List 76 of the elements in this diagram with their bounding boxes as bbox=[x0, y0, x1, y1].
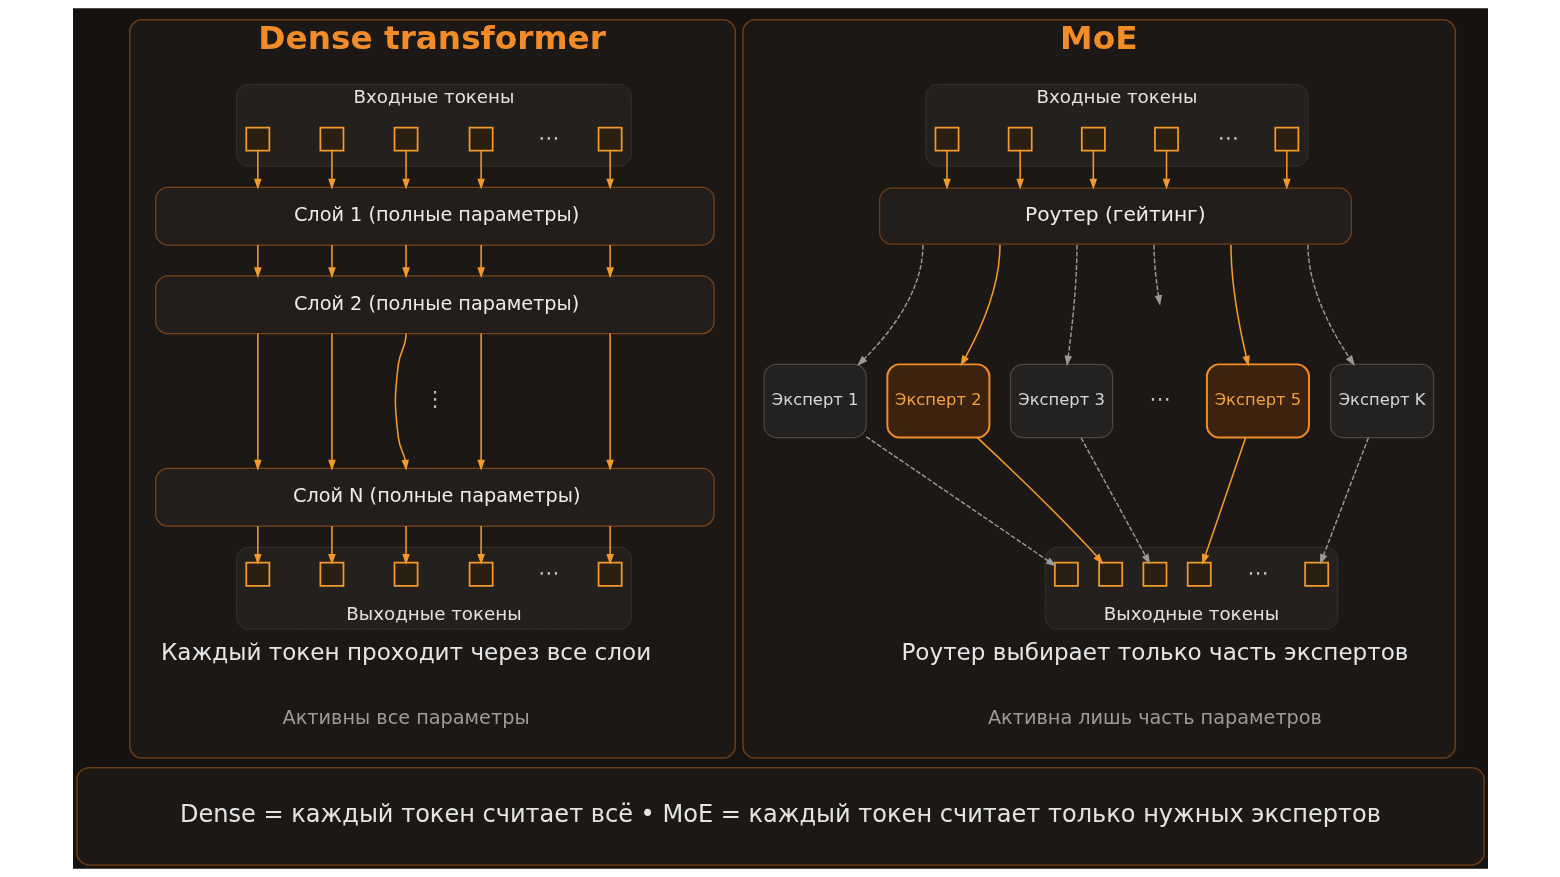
arrow bbox=[1152, 244, 1162, 306]
node-box bbox=[1153, 126, 1179, 152]
node-box: Эксперт 5 bbox=[1205, 363, 1310, 439]
node-box: Эксперт K bbox=[1329, 363, 1434, 439]
arrow bbox=[976, 436, 1103, 565]
label: Каждый токен проходит через все слои bbox=[160, 639, 651, 666]
arrow bbox=[1015, 150, 1024, 190]
label: Активна лишь часть параметров bbox=[987, 706, 1322, 730]
node-box bbox=[934, 126, 959, 152]
node-box bbox=[468, 126, 494, 152]
arrow bbox=[253, 332, 262, 471]
arrow bbox=[1229, 244, 1250, 367]
arrow bbox=[476, 150, 485, 190]
arrow bbox=[605, 332, 614, 471]
arrow bbox=[327, 244, 336, 279]
label: ⋯ bbox=[537, 559, 559, 585]
arrow bbox=[401, 244, 410, 279]
arrow bbox=[1162, 150, 1170, 190]
label: Активны все параметры bbox=[282, 706, 530, 730]
arrow bbox=[327, 150, 336, 190]
node-box: Роутер (гейтинг) bbox=[878, 187, 1352, 245]
label: ⋯ bbox=[1217, 124, 1239, 150]
node-box bbox=[319, 126, 344, 152]
node-box bbox=[597, 126, 623, 152]
node-box bbox=[244, 126, 270, 152]
arrow bbox=[605, 150, 614, 190]
node-box: Эксперт 1 bbox=[763, 363, 867, 439]
label: ⋯ bbox=[1246, 559, 1269, 585]
node-box bbox=[1007, 126, 1033, 152]
node-box bbox=[468, 561, 494, 587]
label: ⋯ bbox=[1148, 386, 1170, 412]
node-box bbox=[319, 561, 344, 587]
label: ⋮ bbox=[423, 386, 446, 412]
arrow bbox=[1319, 437, 1369, 565]
arrow bbox=[253, 525, 262, 565]
node-box: Слой 2 (полные параметры) bbox=[154, 275, 715, 335]
arrow bbox=[476, 525, 485, 565]
arrow bbox=[1079, 437, 1150, 565]
arrow bbox=[1282, 150, 1291, 190]
arrow bbox=[856, 244, 924, 366]
label: ⋯ bbox=[537, 124, 559, 150]
node-box bbox=[1273, 126, 1299, 152]
node-box bbox=[1080, 126, 1106, 152]
arrow bbox=[401, 525, 410, 565]
arrow bbox=[605, 525, 614, 565]
node-box bbox=[1053, 561, 1079, 587]
node-box: Dense = каждый токен считает всё • MoE = каждый токен считает только нужных экспертов bbox=[75, 766, 1485, 866]
arrow bbox=[327, 332, 336, 471]
node-box bbox=[393, 126, 418, 152]
arrow bbox=[1089, 150, 1097, 190]
arrow bbox=[253, 150, 262, 190]
arrow bbox=[1064, 244, 1078, 367]
arrow bbox=[253, 244, 262, 279]
node-box: Эксперт 3 bbox=[1009, 363, 1113, 439]
arrow bbox=[401, 150, 410, 190]
arrow bbox=[327, 525, 336, 565]
node-box: Слой N (полные параметры) bbox=[154, 467, 715, 527]
arrow bbox=[942, 150, 951, 190]
arrow bbox=[605, 244, 614, 279]
node-box bbox=[1097, 561, 1123, 587]
arrow bbox=[476, 332, 485, 471]
arrow bbox=[1306, 244, 1355, 366]
node-box bbox=[597, 561, 623, 587]
node-box bbox=[393, 561, 418, 587]
node-box bbox=[244, 561, 270, 587]
node-box: Слой 1 (полные параметры) bbox=[154, 186, 715, 246]
arrow bbox=[394, 332, 409, 471]
arrow bbox=[865, 436, 1056, 567]
label: Роутер выбирает только часть экспертов bbox=[900, 639, 1408, 666]
node-box: Эксперт 2 bbox=[885, 363, 990, 439]
node-box bbox=[1186, 561, 1212, 587]
arrow bbox=[959, 244, 1001, 367]
arrow bbox=[476, 244, 485, 279]
arrow bbox=[1201, 437, 1246, 565]
node-box bbox=[1142, 561, 1167, 587]
node-box bbox=[1303, 561, 1329, 587]
